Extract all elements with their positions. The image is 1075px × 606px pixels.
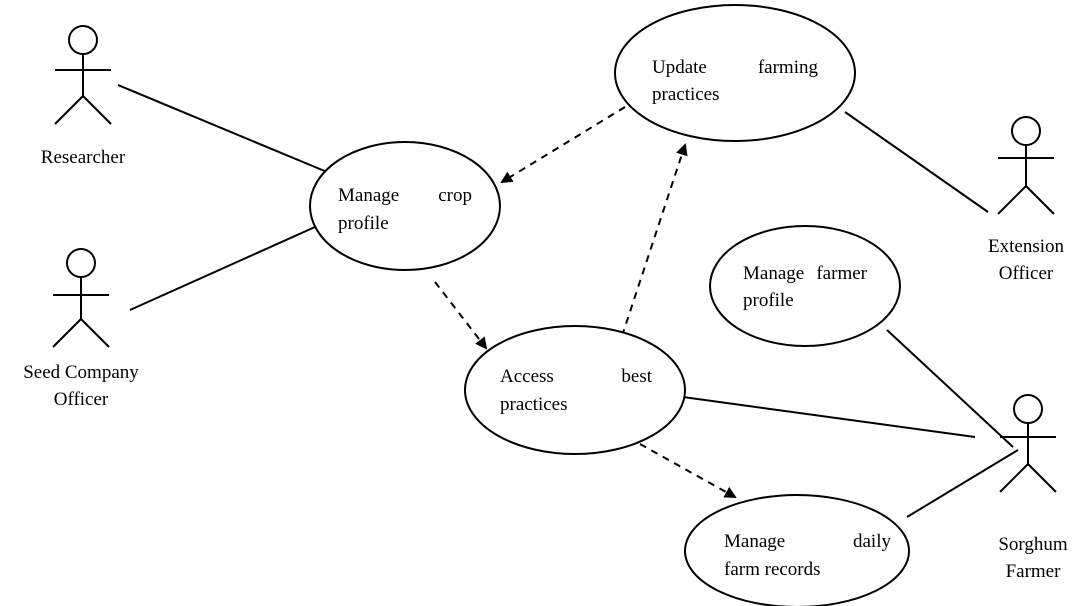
use-case-label-manage-daily-farm-records-word2: daily — [853, 531, 891, 552]
dependency-access-best-to-update — [621, 143, 688, 337]
actor-label-sorghum-farmer-line1: Sorghum — [998, 534, 1068, 555]
dependency-update-to-manage-crop — [500, 106, 626, 184]
use-case-label-access-best-practices-word1: Access — [500, 366, 554, 387]
stick-figure-icon — [997, 116, 1055, 215]
actor-label-seed-company-officer-line1: Seed Company — [23, 362, 139, 383]
use-case-label-manage-crop-profile-word1: Manage — [338, 185, 399, 206]
stick-figure-icon — [54, 25, 112, 125]
association-seed-officer-manage-crop-profile — [129, 226, 316, 311]
actor-extension-officer: Extension Officer — [988, 116, 1064, 284]
stick-figure-icon — [52, 248, 110, 348]
association-access-best-sorghum-farmer — [682, 396, 976, 438]
dependency-access-best-to-daily-records — [639, 443, 737, 498]
use-case-label-access-best-practices-line2: practices — [500, 394, 568, 415]
use-case-label-update-farming-practices-line2: practices — [652, 84, 720, 105]
stick-figure-icon — [999, 394, 1057, 493]
use-case-label-manage-crop-profile-line2: profile — [338, 213, 389, 234]
use-case-label-manage-crop-profile-word2: crop — [438, 185, 472, 206]
use-case-manage-crop-profile: Manage crop profile — [309, 141, 501, 271]
actor-label-researcher: Researcher — [41, 147, 126, 168]
association-manage-farmer-profile-sorghum-farmer — [886, 329, 1014, 448]
use-case-manage-farmer-profile: Manage farmer profile — [709, 225, 901, 347]
actor-sorghum-farmer: Sorghum Farmer — [998, 394, 1068, 582]
use-case-update-farming-practices: Update farming practices — [614, 4, 856, 142]
actor-researcher: Researcher — [41, 25, 126, 168]
use-case-label-manage-daily-farm-records-word1: Manage — [724, 531, 785, 552]
use-case-label-update-farming-practices-word2: farming — [758, 57, 819, 78]
use-case-label-manage-daily-farm-records-line2: farm records — [724, 559, 821, 580]
use-case-label-access-best-practices-word2: best — [621, 366, 652, 387]
actor-label-extension-officer-line1: Extension — [988, 236, 1064, 257]
actor-label-extension-officer-line2: Officer — [999, 263, 1054, 284]
actor-label-seed-company-officer-line2: Officer — [54, 389, 109, 410]
association-update-farming-extension-officer — [844, 111, 989, 213]
association-researcher-manage-crop-profile — [117, 84, 328, 173]
use-case-manage-daily-farm-records: Manage daily farm records — [684, 494, 910, 606]
use-case-label-manage-farmer-profile-line2: profile — [743, 290, 794, 311]
actor-seed-company-officer: Seed Company Officer — [23, 248, 139, 410]
use-case-label-manage-farmer-profile-word2: farmer — [816, 263, 867, 284]
use-case-access-best-practices: Access best practices — [464, 325, 686, 455]
dependency-manage-crop-to-access-best — [434, 281, 488, 350]
association-daily-records-sorghum-farmer — [906, 449, 1019, 518]
use-case-label-manage-farmer-profile-word1: Manage — [743, 263, 804, 284]
actor-label-sorghum-farmer-line2: Farmer — [1006, 561, 1062, 582]
use-case-label-update-farming-practices-word1: Update — [652, 57, 707, 78]
